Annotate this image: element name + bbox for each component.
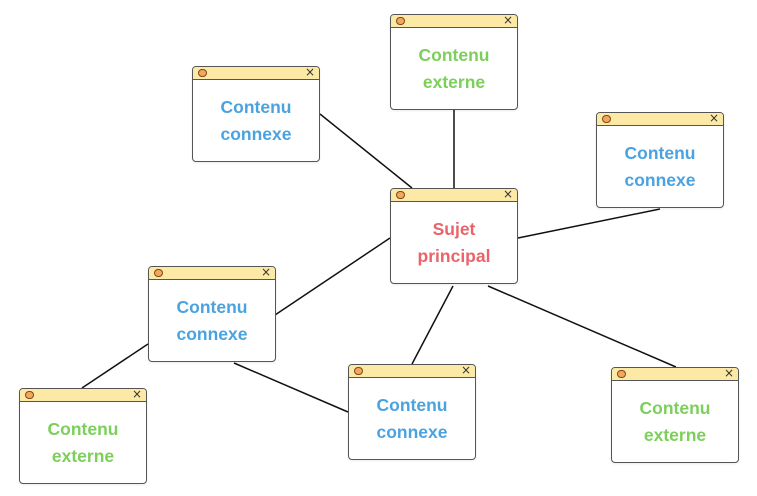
link-main-related-bottom <box>411 285 454 365</box>
close-icon[interactable]: × <box>708 111 719 125</box>
window-dot-icon <box>25 390 34 399</box>
window-titlebar: × <box>391 13 517 28</box>
node-related-top-left[interactable]: × Contenu connexe <box>192 65 320 162</box>
node-label: Contenu connexe <box>376 395 448 442</box>
node-external-bottom-left[interactable]: × Contenu externe <box>19 387 147 484</box>
link-related-left-external-bottom-left <box>81 343 149 389</box>
close-icon[interactable]: × <box>260 265 271 279</box>
window-dot-icon <box>154 268 163 277</box>
node-main-topic[interactable]: × Sujet principal <box>390 187 518 284</box>
node-related-right[interactable]: × Contenu connexe <box>596 111 724 208</box>
link-main-external-bottom-right <box>487 285 677 368</box>
close-icon[interactable]: × <box>131 387 142 401</box>
link-related-left-related-bottom <box>233 362 349 413</box>
close-icon[interactable]: × <box>502 13 513 27</box>
node-related-left[interactable]: × Contenu connexe <box>148 265 276 362</box>
link-main-related-left <box>274 237 391 316</box>
close-icon[interactable]: × <box>304 65 315 79</box>
node-label: Contenu externe <box>47 419 119 466</box>
node-label: Contenu externe <box>418 45 490 92</box>
window-titlebar: × <box>193 65 319 80</box>
window-dot-icon <box>396 16 405 25</box>
close-icon[interactable]: × <box>502 187 513 201</box>
window-dot-icon <box>396 190 405 199</box>
window-titlebar: × <box>349 363 475 378</box>
window-dot-icon <box>198 68 207 77</box>
window-dot-icon <box>354 366 363 375</box>
window-titlebar: × <box>612 366 738 381</box>
window-titlebar: × <box>20 387 146 402</box>
close-icon[interactable]: × <box>723 366 734 380</box>
window-titlebar: × <box>597 111 723 126</box>
window-titlebar: × <box>149 265 275 280</box>
node-external-bottom-right[interactable]: × Contenu externe <box>611 366 739 463</box>
window-dot-icon <box>617 369 626 378</box>
node-label: Sujet principal <box>417 219 491 266</box>
node-label: Contenu connexe <box>220 97 292 144</box>
window-titlebar: × <box>391 187 517 202</box>
close-icon[interactable]: × <box>460 363 471 377</box>
node-related-bottom[interactable]: × Contenu connexe <box>348 363 476 460</box>
link-main-related-right <box>517 208 661 239</box>
link-main-related-top-left <box>319 113 413 189</box>
node-external-top[interactable]: × Contenu externe <box>390 13 518 110</box>
node-label: Contenu externe <box>639 398 711 445</box>
node-label: Contenu connexe <box>176 297 248 344</box>
window-dot-icon <box>602 114 611 123</box>
node-label: Contenu connexe <box>624 143 696 190</box>
